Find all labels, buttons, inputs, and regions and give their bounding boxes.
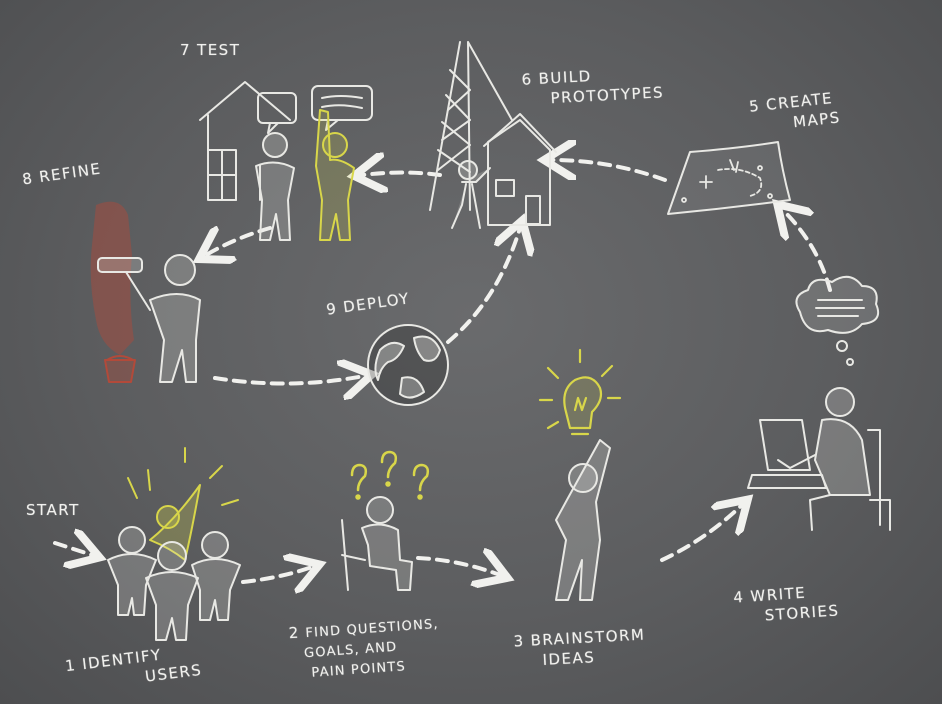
step-number-4: 4 — [732, 587, 746, 607]
test-drawing — [199, 81, 373, 241]
step-number-6: 6 — [521, 70, 534, 89]
globe-drawing — [367, 324, 449, 406]
step-number-3: 3 — [513, 631, 526, 651]
arrow-questions-to-brainstorm — [416, 558, 500, 575]
step-number-7: 7 — [180, 41, 192, 59]
arrow-users-to-questions — [241, 567, 312, 582]
arrow-prototypes-to-test — [362, 173, 442, 176]
arrow-deploy-to-prototypes — [446, 228, 520, 344]
step-number-9: 9 — [325, 299, 339, 319]
brainstorm-drawing — [538, 348, 622, 601]
thinking-person-drawing — [341, 450, 430, 591]
refine-drawing — [90, 201, 201, 383]
step-number-5: 5 — [748, 96, 762, 116]
arrow-test-to-refine — [206, 228, 272, 255]
map-drawing — [667, 141, 791, 215]
users-group-drawing — [107, 447, 241, 641]
step-number-8: 8 — [21, 169, 35, 189]
arrow-start-to-users — [53, 543, 92, 555]
step-number-2: 2 — [288, 623, 301, 643]
arrow-stories-to-maps — [783, 210, 832, 292]
start-label: START — [26, 501, 80, 519]
arrow-maps-to-prototypes — [552, 160, 667, 182]
prototype-drawing — [429, 41, 557, 229]
writing-person-drawing — [747, 275, 891, 531]
arrow-brainstorm-to-stories — [660, 505, 742, 562]
step-number-1: 1 — [64, 656, 78, 676]
arrow-refine-to-deploy — [213, 376, 364, 384]
